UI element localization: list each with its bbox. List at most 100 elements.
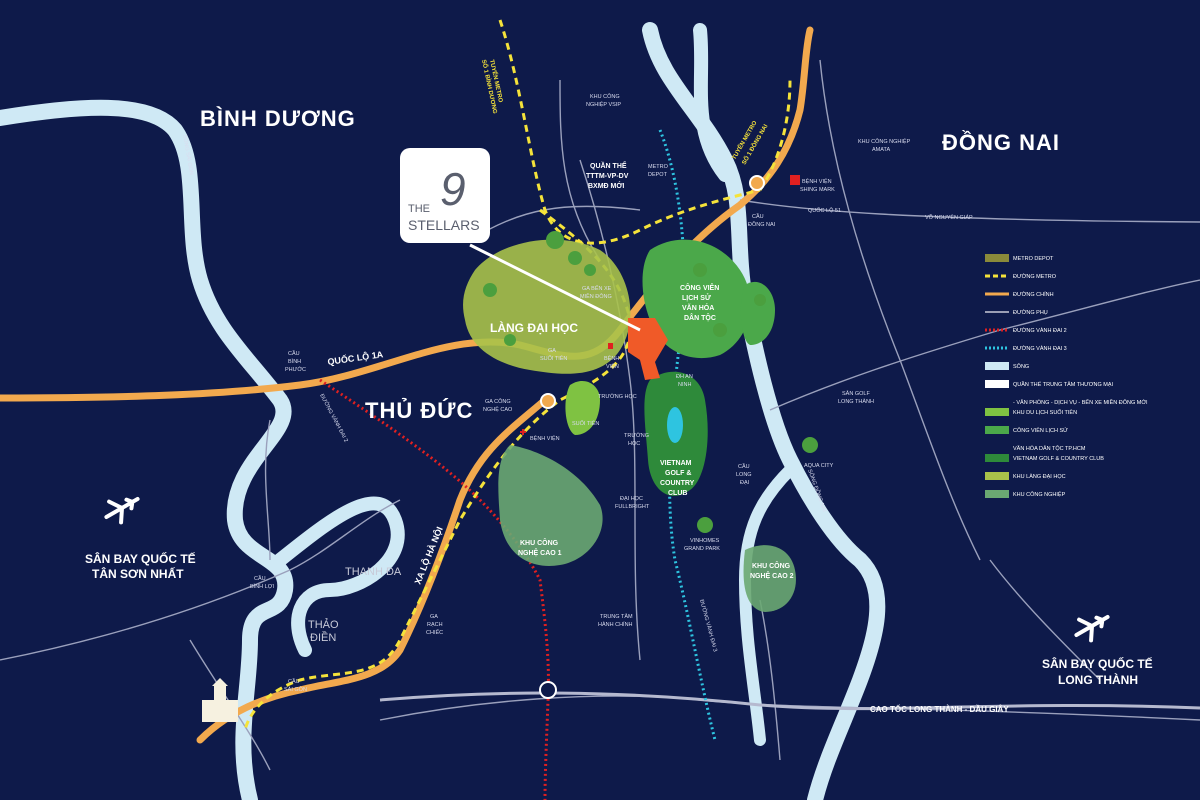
legend-label: METRO DEPOT <box>1013 256 1054 262</box>
trung-tam-label-2: HÀNH CHÍNH <box>598 621 633 628</box>
landmark-icon <box>202 678 238 722</box>
legend-item: VIETNAM GOLF & COUNTRY CLUB <box>985 454 1104 462</box>
legend-swatch <box>985 408 1009 416</box>
thanh-da-label: THANH ĐA <box>345 566 402 578</box>
thao-dien-label-2: ĐIỀN <box>310 631 336 644</box>
golf-label-2: GOLF & <box>665 470 691 477</box>
legend-item: ĐƯỜNG VÀNH ĐAI 3 <box>985 345 1067 352</box>
kcn-vsip-label-1: KHU CÔNG <box>590 93 620 100</box>
dai-an-label-2: NINH <box>678 382 691 388</box>
quan-the-label-3: BXMĐ MỚI <box>588 181 624 190</box>
ga-ben-xe-label-1: GA BẾN XE <box>582 285 612 292</box>
legend-label: SÔNG <box>1013 363 1029 370</box>
san-golf-label-2: LONG THÀNH <box>838 398 874 405</box>
dongnai-river-branch <box>693 23 732 182</box>
cau-long-dai-label-3: ĐẠI <box>740 480 750 486</box>
cong-vien-label-4: DÂN TỘC <box>684 313 716 322</box>
legend-item: SÔNG <box>985 362 1029 370</box>
cau-binh-phuoc-label-1: CẦU <box>288 350 300 357</box>
metro-lines <box>243 19 792 731</box>
benh-vien-label-2: BỆNH <box>604 354 619 362</box>
legend-item: ĐƯỜNG PHỤ <box>985 309 1048 316</box>
cao-toc-label: CAO TỐC LONG THÀNH - DẦU GIÂY <box>870 704 1009 714</box>
cnc1-area <box>498 445 603 566</box>
legend-label: ĐƯỜNG VÀNH ĐAI 3 <box>1013 345 1067 352</box>
legend-swatch <box>985 454 1009 462</box>
logo-pointer <box>469 243 641 332</box>
legend-label: KHU CÔNG NGHIỆP <box>1013 490 1066 498</box>
cau-long-dai-label-1: CẦU <box>738 463 750 470</box>
quan-the-label-1: QUẦN THỂ <box>590 160 627 170</box>
legend-label: ĐƯỜNG PHỤ <box>1013 309 1048 316</box>
benh-vien-label-3: VIỆN <box>606 362 619 370</box>
benh-vien-label: BỆNH VIỆN <box>530 434 560 442</box>
cnc2-label-2: NGHỆ CAO 2 <box>750 571 794 580</box>
legend-label: KHU LÀNG ĐẠI HỌC <box>1013 473 1066 480</box>
legend-label: KHU DU LỊCH SUỐI TIÊN <box>1013 408 1077 416</box>
suoi-tien-area <box>565 380 600 435</box>
cong-vien-label-3: VĂN HÓA <box>682 303 714 312</box>
legend-item: - VĂN PHÒNG - DỊCH VỤ - BẾN XE MIỀN ĐÔNG… <box>1013 399 1148 406</box>
vinhomes-label-1: VINHOMES <box>690 538 720 544</box>
legend-item: KHU LÀNG ĐẠI HỌC <box>985 472 1066 480</box>
legend-swatch <box>985 490 1009 498</box>
legend-item: VĂN HÓA DÂN TỘC TP.HCM <box>1013 445 1086 452</box>
ring-road-3 <box>658 129 717 741</box>
cau-binh-loi-label-1: CẦU <box>254 575 266 582</box>
san-golf-label-1: SÂN GOLF <box>842 390 870 397</box>
cao-toc-road <box>379 691 1200 711</box>
legend-item: METRO DEPOT <box>985 254 1054 262</box>
truong-hoc-label-3: HỌC <box>628 441 640 447</box>
cnc2-label-1: KHU CÔNG <box>752 561 791 570</box>
airport-lt-label-2: LONG THÀNH <box>1058 672 1138 687</box>
legend-item: ĐƯỜNG METRO <box>985 273 1057 280</box>
quoc-lo-51-label: QUỐC LỘ 51 <box>808 207 841 214</box>
ga-cong-nghe-label-2: NGHỆ CAO <box>483 405 513 413</box>
project-site <box>628 318 668 380</box>
airplane-icon-tsn <box>104 497 140 525</box>
thu-duc-label: THỦ ĐỨC <box>365 398 473 423</box>
kcn-amata-label-1: KHU CÔNG NGHIỆP <box>858 137 911 145</box>
ga-rach-chiec-label-3: CHIẾC <box>426 629 443 636</box>
logo-stellars: STELLARS <box>408 217 480 233</box>
truong-hoc-label-2: TRƯỜNG <box>624 432 649 439</box>
hospital-icon <box>520 175 800 435</box>
legend-label: VĂN HÓA DÂN TỘC TP.HCM <box>1013 445 1086 452</box>
cong-vien-label-1: CÔNG VIÊN <box>680 283 719 292</box>
cau-binh-phuoc-label-3: PHƯỚC <box>285 366 306 373</box>
cnc1-label-1: KHU CÔNG <box>520 538 559 547</box>
golf-lake <box>667 407 683 443</box>
cnc2-area <box>743 545 796 612</box>
kcn-amata-label-2: AMATA <box>872 147 890 153</box>
aqua-city-label: AQUA CITY <box>804 463 834 469</box>
tree-icons <box>483 231 818 533</box>
legend-label: QUẦN THỂ TRUNG TÂM THƯƠNG MẠI <box>1013 381 1114 388</box>
vo-nguyen-giap-label: VÕ NGUYÊN GIÁP <box>925 213 973 221</box>
ga-ben-xe-label-2: MIỀN ĐÔNG <box>580 293 612 300</box>
cau-dong-nai-label-2: ĐỒNG NAI <box>748 221 776 228</box>
legend-item: KHU CÔNG NGHIỆP <box>985 490 1066 498</box>
logo-the: THE <box>408 203 430 215</box>
legend-label: VIETNAM GOLF & COUNTRY CLUB <box>1013 456 1104 462</box>
legend-item: ĐƯỜNG VÀNH ĐAI 2 <box>985 327 1067 334</box>
vinhomes-label-2: GRAND PARK <box>684 546 720 552</box>
dong-nai-label: ĐỒNG NAI <box>942 130 1060 155</box>
airport-lt-label-1: SÂN BAY QUỐC TẾ <box>1042 656 1153 671</box>
logo-number: 9 <box>440 163 466 215</box>
truong-hoc-label: TRƯỜNG HỌC <box>598 393 637 400</box>
airport-tsn-label-2: TÂN SƠN NHẤT <box>92 566 184 581</box>
airplane-icon-lt <box>1074 615 1110 643</box>
legend-item: KHU DU LỊCH SUỐI TIÊN <box>985 408 1077 416</box>
interchanges <box>539 175 765 699</box>
legend-label: ĐƯỜNG METRO <box>1013 273 1057 280</box>
lang-dai-hoc-area <box>463 239 631 374</box>
legend-item: QUẦN THỂ TRUNG TÂM THƯƠNG MẠI <box>985 380 1114 388</box>
cau-dong-nai-label-1: CẦU <box>752 213 764 220</box>
golf-label-1: VIETNAM <box>660 460 692 467</box>
thao-dien-label-1: THẢO <box>308 618 339 631</box>
ga-suoi-tien-label-2: SUỐI TIÊN <box>540 354 567 362</box>
benh-vien-dn-label-2: SHING MARK <box>800 187 835 193</box>
ga-suoi-tien-label-1: GA <box>548 348 556 354</box>
legend-label: CÔNG VIÊN LỊCH SỬ <box>1013 426 1068 434</box>
